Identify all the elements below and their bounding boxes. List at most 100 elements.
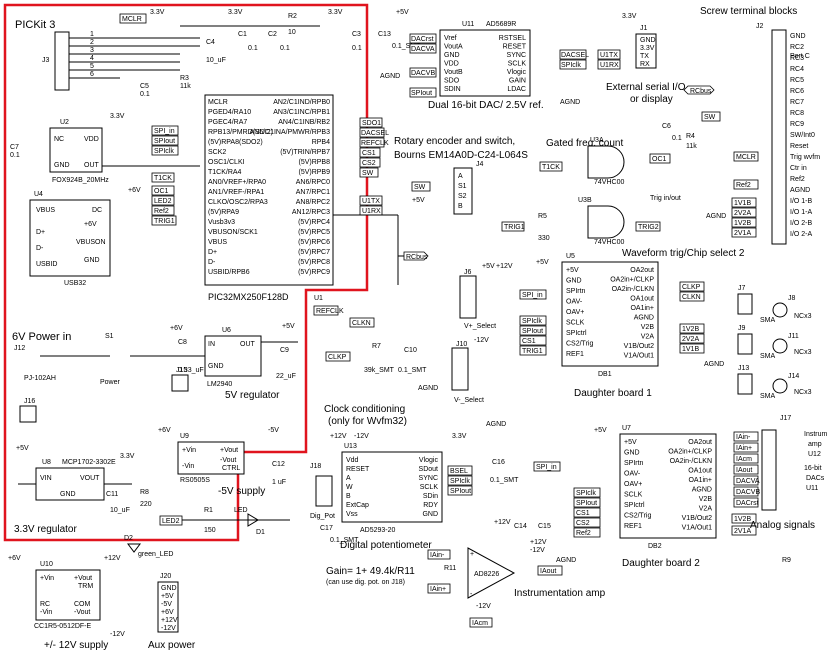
svg-text:U3A: U3A xyxy=(590,137,604,144)
svg-text:-5V supply: -5V supply xyxy=(218,486,265,497)
serial-pin: RX xyxy=(640,61,650,68)
svg-text:T1CK: T1CK xyxy=(154,175,172,182)
svg-text:+12V: +12V xyxy=(530,539,547,546)
svg-text:220: 220 xyxy=(140,501,152,508)
db1-pin-right: V1A/Out1 xyxy=(624,353,654,360)
c5-label: C5 xyxy=(140,83,149,90)
db2-pin-right: V1B/Out2 xyxy=(682,515,712,522)
db2-pin-left: OAV- xyxy=(624,471,641,478)
svg-text:+12V: +12V xyxy=(496,263,513,270)
svg-text:SPIclk: SPIclk xyxy=(450,478,470,485)
svg-text:0.1: 0.1 xyxy=(10,152,20,159)
screw-terminal-label: SW/Int0 xyxy=(790,132,815,139)
svg-text:J10: J10 xyxy=(456,341,467,348)
pot-pin-left: W xyxy=(346,484,353,491)
screw-terminal-label: RC2 xyxy=(790,44,804,51)
pic-pin-right: (5V)RPC6 xyxy=(298,239,330,246)
pic-pin-left: SCK2 xyxy=(208,149,226,156)
svg-text:CC1R5-0512DF-E: CC1R5-0512DF-E xyxy=(34,623,92,630)
svg-text:MCP1702-3302E: MCP1702-3302E xyxy=(62,459,116,466)
svg-text:+Vout: +Vout xyxy=(74,575,92,582)
voltage-selectors: J6 +5V +12V V+_Select J10 -12V V-_Select… xyxy=(451,263,513,428)
c7-label: C7 xyxy=(10,144,19,151)
db2-pin-right: OA2in-/CLKN xyxy=(670,458,712,465)
j2-screw-terminals: Screw terminal blocks J2 Port C GNDRC2RC… xyxy=(683,6,820,245)
svg-text:IN: IN xyxy=(208,341,215,348)
svg-text:NC: NC xyxy=(54,136,64,143)
svg-text:U12: U12 xyxy=(808,451,821,458)
db1-pin-right: V2B xyxy=(641,324,655,331)
pic-pin-right: AN7/RPC1 xyxy=(296,189,330,196)
svg-text:Trig in/out: Trig in/out xyxy=(650,195,681,202)
svg-text:5V regulator: 5V regulator xyxy=(225,390,280,401)
u12-inamp: AD8226 + - IAin- IAin+ IAout IAcm R11 +1… xyxy=(326,519,606,628)
db1-pin-left: SCLK xyxy=(566,320,585,327)
pic-pin-right: (5V)RPC7 xyxy=(298,249,330,256)
svg-text:AGND: AGND xyxy=(706,213,726,220)
svg-text:-12V: -12V xyxy=(474,337,489,344)
svg-text:U4: U4 xyxy=(34,191,43,198)
svg-text:16-bit: 16-bit xyxy=(804,465,822,472)
svg-text:TRIG1: TRIG1 xyxy=(522,348,543,355)
svg-text:NCx3: NCx3 xyxy=(794,313,812,320)
svg-text:+5V: +5V xyxy=(412,197,425,204)
pot-pin-left: RESET xyxy=(346,466,370,473)
db1-pin-left: REF1 xyxy=(566,351,584,358)
svg-text:Analog signals: Analog signals xyxy=(750,520,815,531)
screw-terminal-label: I/O 1-A xyxy=(790,209,813,216)
svg-text:SW: SW xyxy=(414,184,426,191)
svg-text:+Vout: +Vout xyxy=(220,447,238,454)
svg-text:FOX924B_20MHz: FOX924B_20MHz xyxy=(52,177,109,184)
svg-text:C8: C8 xyxy=(178,339,187,346)
svg-text:Digital potentiometer: Digital potentiometer xyxy=(340,540,432,551)
svg-text:amp: amp xyxy=(808,441,822,448)
svg-text:D2: D2 xyxy=(124,535,133,542)
svg-text:0.1: 0.1 xyxy=(352,45,362,52)
svg-text:J9: J9 xyxy=(738,325,746,332)
svg-text:U6: U6 xyxy=(222,327,231,334)
svg-text:R4: R4 xyxy=(686,133,695,140)
svg-text:CTRL: CTRL xyxy=(222,465,240,472)
svg-text:LED2: LED2 xyxy=(154,198,172,205)
pic-pin-left: T1CK/RA4 xyxy=(208,169,242,176)
j17-net-tag xyxy=(733,442,759,453)
j17-net-label: DACVA xyxy=(736,478,760,485)
svg-text:AGND: AGND xyxy=(380,73,400,80)
pic-pin-left: USBID/RPB6 xyxy=(208,269,250,276)
svg-text:Daughter board 2: Daughter board 2 xyxy=(622,558,700,569)
svg-text:3.3V: 3.3V xyxy=(150,9,165,16)
svg-text:OC1: OC1 xyxy=(154,188,169,195)
svg-text:C15: C15 xyxy=(538,523,551,530)
svg-text:Bourns EM14A0D-C24-L064S: Bourns EM14A0D-C24-L064S xyxy=(394,150,528,161)
svg-text:J2: J2 xyxy=(756,23,764,30)
svg-text:CS1: CS1 xyxy=(522,338,536,345)
svg-text:+: + xyxy=(470,551,474,558)
pic-pin-right: AN6/RPC0 xyxy=(296,179,330,186)
db1-pin-right: OA2in+/CLKP xyxy=(610,277,654,284)
svg-text:Gated freq. count: Gated freq. count xyxy=(546,138,623,149)
svg-text:J16: J16 xyxy=(24,398,35,405)
db1-pin-left: SPIrtn xyxy=(566,288,586,295)
svg-text:0.1_SMT: 0.1_SMT xyxy=(398,367,427,374)
u4-usb: U4 VBUS D+ D- USBID DC +6V VBUSON GND US… xyxy=(29,187,141,287)
svg-text:74VHC00: 74VHC00 xyxy=(594,179,624,186)
svg-text:Instrumentation amp: Instrumentation amp xyxy=(514,588,606,599)
screw-terminal-label: Reset xyxy=(790,143,808,150)
dac-pin-right: SYNC xyxy=(507,52,526,59)
svg-text:U9: U9 xyxy=(180,433,189,440)
svg-text:+6V: +6V xyxy=(8,555,21,562)
dac-pin-left: Vref xyxy=(444,35,457,42)
svg-text:U1RX: U1RX xyxy=(600,62,619,69)
screw-terminal-label: RC3 xyxy=(790,55,804,62)
db2-pin-right: OA1out xyxy=(688,468,712,475)
db1-pin-left: GND xyxy=(566,278,582,285)
screw-terminal-label: RC8 xyxy=(790,110,804,117)
svg-text:C17: C17 xyxy=(320,525,333,532)
svg-text:J1: J1 xyxy=(640,25,648,32)
svg-text:AD8226: AD8226 xyxy=(474,571,499,578)
svg-text:-12V: -12V xyxy=(354,433,369,440)
dac-pin-left: SDIN xyxy=(444,86,461,93)
db1-pin-right: OA1in+ xyxy=(630,305,654,312)
